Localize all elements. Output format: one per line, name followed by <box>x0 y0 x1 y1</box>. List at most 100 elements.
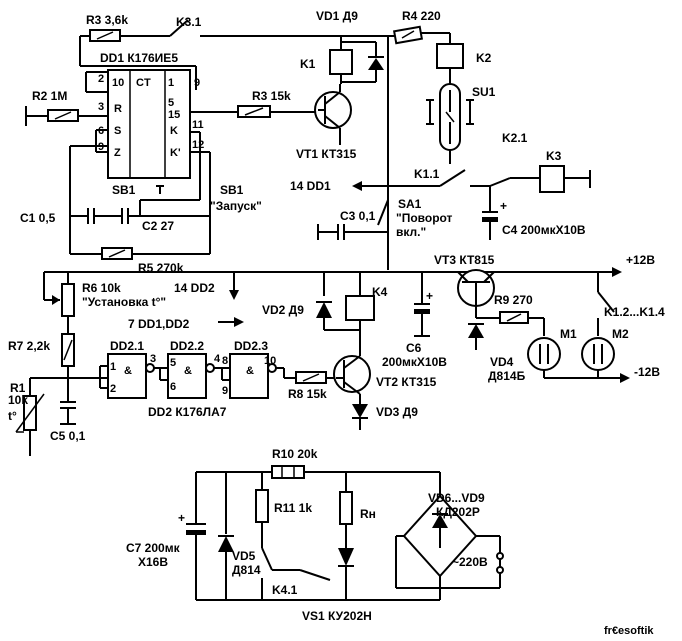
gate-dd22 <box>167 353 215 399</box>
label-vt2: VT2 КТ315 <box>376 375 437 389</box>
resistor-r5 <box>101 247 133 260</box>
resistor-r9 <box>499 311 529 324</box>
reed-switch-su1 <box>426 83 474 151</box>
label-r9: R9 270 <box>494 293 533 307</box>
label-dd1-14: 14 DD1 <box>290 179 331 193</box>
resistor-r7 <box>61 333 75 367</box>
chip-s: S <box>114 125 121 137</box>
label-dd22: DD2.2 <box>170 339 204 353</box>
label-kd: КД202P <box>436 505 480 519</box>
contact-k12 <box>597 291 615 313</box>
label-sa1: SA1 <box>398 197 422 211</box>
resistor-r2 <box>47 109 79 122</box>
contact-k21 <box>489 177 511 187</box>
chip-kp: K' <box>170 147 181 159</box>
label-vd4: VD4 <box>490 355 514 369</box>
label-dd21: DD2.1 <box>110 339 144 353</box>
label-vd3: VD3 Д9 <box>376 405 418 419</box>
label-k11: K1.1 <box>414 167 440 181</box>
label-dd1: DD1 К176ИЕ5 <box>100 51 178 65</box>
label-k1: K1 <box>300 57 316 71</box>
diode-vd2 <box>316 302 332 318</box>
label-vd5t: Д814 <box>232 563 261 577</box>
label-r7: R7 2,2k <box>8 339 50 353</box>
chip-z: Z <box>114 147 121 159</box>
label-k31: K3.1 <box>176 15 202 29</box>
polarity-c7: + <box>178 511 185 525</box>
label-r4: R4 220 <box>402 9 441 23</box>
pin-6: 6 <box>98 125 104 137</box>
capacitor-c3 <box>337 224 345 240</box>
pin-11: 11 <box>192 119 204 131</box>
label-r8: R8 15k <box>288 387 327 401</box>
gate-and-2: & <box>184 365 192 377</box>
pin-12: 12 <box>192 139 204 151</box>
label-k12: K1.2...K1.4 <box>604 305 665 319</box>
gate-pin-5: 5 <box>170 357 176 369</box>
polarity-c4: + <box>500 199 507 213</box>
relay-k4 <box>345 295 375 321</box>
relay-k2 <box>436 43 464 69</box>
gate-dd21 <box>107 353 155 399</box>
zener-vd4 <box>468 324 484 338</box>
resistor-r11 <box>255 489 269 523</box>
gate-pin-2: 2 <box>110 383 116 395</box>
contact-k31 <box>169 19 189 37</box>
contact-k41 <box>261 547 273 571</box>
resistor-r6 <box>61 283 75 317</box>
pin-2: 2 <box>98 73 104 85</box>
capacitor-c1 <box>87 208 95 224</box>
label-sb1b: SB1 <box>220 183 244 197</box>
pin-15: 15 <box>168 109 180 121</box>
contact-k11 <box>439 169 466 187</box>
pin-9l: 9 <box>98 141 104 153</box>
pin-10: 10 <box>112 77 124 89</box>
label-m12: -12B <box>634 365 660 379</box>
label-r10: R10 20k <box>272 447 318 461</box>
gate-dd23 <box>229 353 277 399</box>
label-vd5: VD5 <box>232 549 256 563</box>
label-c4: C4 200мкX10B <box>502 223 586 237</box>
capacitor-c2 <box>121 208 129 224</box>
label-dd12-7: 7 DD1,DD2 <box>128 317 190 331</box>
label-rn: Rн <box>360 507 376 521</box>
label-k4: K4 <box>372 285 388 299</box>
chip-r: R <box>114 103 122 115</box>
chip-ct: CT <box>136 77 151 89</box>
relay-k1 <box>329 49 353 75</box>
label-r6: R6 10k <box>82 281 121 295</box>
gate-pin-4: 4 <box>214 353 221 365</box>
zener-vd5 <box>218 536 234 552</box>
label-r5: R5 270k <box>138 261 184 275</box>
label-su1: SU1 <box>472 85 496 99</box>
label-c5: C5 0,1 <box>50 429 86 443</box>
resistor-rn <box>339 491 353 525</box>
transistor-vt3 <box>457 269 495 307</box>
resistor-r3 <box>89 29 121 42</box>
label-c7v: X16B <box>138 555 168 569</box>
label-k41: K4.1 <box>272 583 298 597</box>
label-dd2: DD2 К176ЛА7 <box>148 405 227 419</box>
capacitor-c5 <box>60 401 76 409</box>
gate-pin-9: 9 <box>222 385 228 397</box>
label-c7: C7 200мк <box>126 541 181 555</box>
label-vd69: VD6...VD9 <box>428 491 485 505</box>
chip-k: K <box>170 125 178 137</box>
label-r1t: t° <box>8 409 17 423</box>
label-c1: C1 0,5 <box>20 211 56 225</box>
label-r11: R11 1k <box>274 501 312 515</box>
resistor-r8 <box>295 371 327 384</box>
capacitor-c6 <box>414 303 430 314</box>
label-dd23: DD2.3 <box>234 339 268 353</box>
capacitor-c4 <box>482 211 498 222</box>
pin-3: 3 <box>98 101 104 113</box>
polarity-c6: + <box>426 289 433 303</box>
label-povorot2: вкл." <box>396 225 426 239</box>
diode-k1-flyback <box>368 58 384 70</box>
label-r3b: R3 15k <box>252 89 291 103</box>
gate-pin-1: 1 <box>110 361 116 373</box>
gate-and-3: & <box>246 365 254 377</box>
thyristor-vs1 <box>338 548 354 566</box>
chip-dd1 <box>107 69 191 179</box>
